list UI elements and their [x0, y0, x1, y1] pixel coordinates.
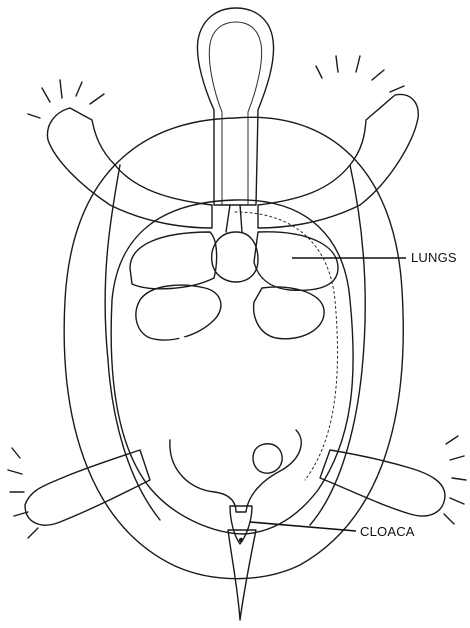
- lungs-label: LUNGS: [411, 250, 457, 265]
- front-right-limb: [258, 94, 418, 228]
- neck-and-head: [197, 8, 273, 205]
- heart: [212, 232, 258, 282]
- bladder: [253, 444, 282, 473]
- large-intestine: [170, 430, 301, 512]
- liver: [254, 287, 324, 339]
- hind-right-limb: [320, 450, 445, 516]
- lung-left: [130, 232, 217, 289]
- lung-right: [254, 232, 338, 291]
- tail: [228, 530, 256, 620]
- cloaca-label: CLOACA: [360, 524, 415, 539]
- front-left-limb: [47, 108, 212, 228]
- hind-left-limb: [25, 450, 150, 525]
- trachea: [226, 205, 242, 232]
